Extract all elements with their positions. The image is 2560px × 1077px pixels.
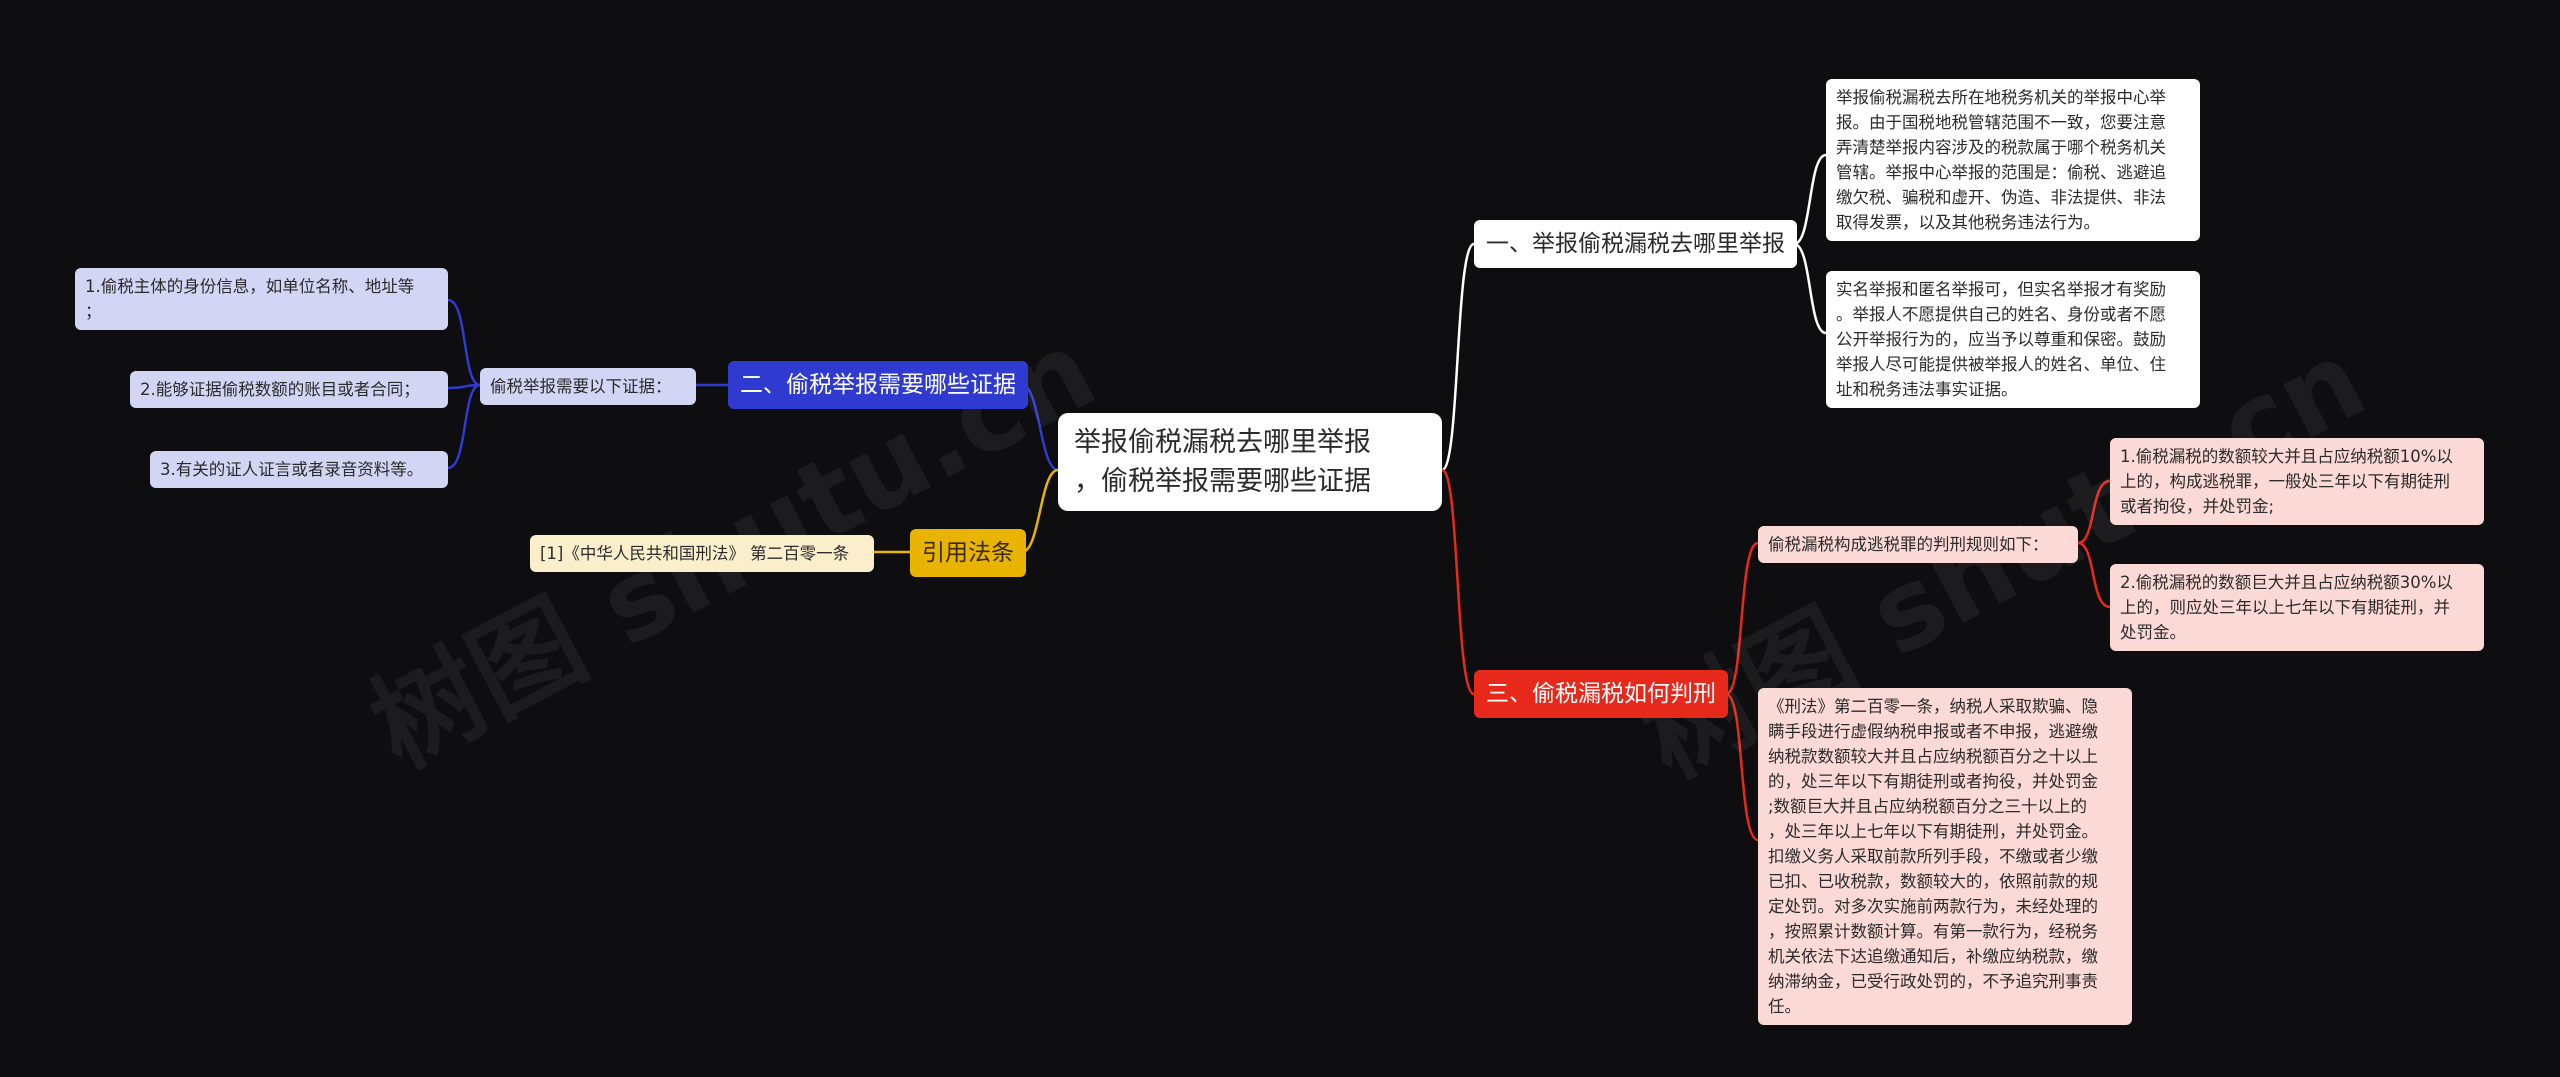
where-item-2[interactable]: 实名举报和匿名举报可，但实名举报才有奖励 。举报人不愿提供自己的姓名、身份或者不…	[1826, 271, 2200, 408]
link-intro-item1	[447, 298, 481, 387]
penalty-rule-2[interactable]: 2.偷税漏税的数额巨大并且占应纳税额30%以 上的，则应处三年以上七年以下有期徒…	[2110, 564, 2484, 651]
where-item-1[interactable]: 举报偷税漏税去所在地税务机关的举报中心举 报。由于国税地税管辖范围不一致，您要注…	[1826, 79, 2200, 241]
evidence-intro[interactable]: 偷税举报需要以下证据：	[480, 368, 696, 405]
branch-law-title[interactable]: 引用法条	[910, 529, 1026, 577]
link-intro-item3	[447, 383, 481, 470]
evidence-item-1[interactable]: 1.偷税主体的身份信息，如单位名称、地址等 ；	[75, 268, 448, 330]
branch-evidence-title[interactable]: 二、偷税举报需要哪些证据	[728, 361, 1028, 409]
link-root-penalty	[1440, 468, 1475, 696]
link-intro-rule2	[2077, 541, 2111, 609]
link-intro-rule1	[2077, 479, 2111, 545]
penalty-intro[interactable]: 偷税漏税构成逃税罪的判刑规则如下：	[1758, 526, 2078, 563]
penalty-law-text[interactable]: 《刑法》第二百零一条，纳税人采取欺骗、隐 瞒手段进行虚假纳税申报或者不申报，逃避…	[1758, 688, 2132, 1025]
link-penalty-intro	[1725, 541, 1759, 696]
penalty-rule-1[interactable]: 1.偷税漏税的数额较大并且占应纳税额10%以 上的，构成逃税罪，一般处三年以下有…	[2110, 438, 2484, 525]
link-root-where	[1440, 242, 1475, 472]
law-item[interactable]: [1]《中华人民共和国刑法》 第二百零一条	[530, 535, 874, 572]
link-where-item1	[1793, 153, 1827, 246]
link-where-item2	[1793, 242, 1827, 335]
link-penalty-law	[1725, 692, 1759, 842]
branch-where-title[interactable]: 一、举报偷税漏税去哪里举报	[1474, 220, 1797, 268]
link-root-law	[1021, 468, 1059, 554]
evidence-item-2[interactable]: 2.能够证据偷税数额的账目或者合同；	[130, 371, 448, 408]
branch-penalty-title[interactable]: 三、偷税漏税如何判刑	[1474, 670, 1728, 718]
evidence-item-3[interactable]: 3.有关的证人证言或者录音资料等。	[150, 451, 448, 488]
root-topic[interactable]: 举报偷税漏税去哪里举报 ，偷税举报需要哪些证据	[1058, 413, 1442, 511]
